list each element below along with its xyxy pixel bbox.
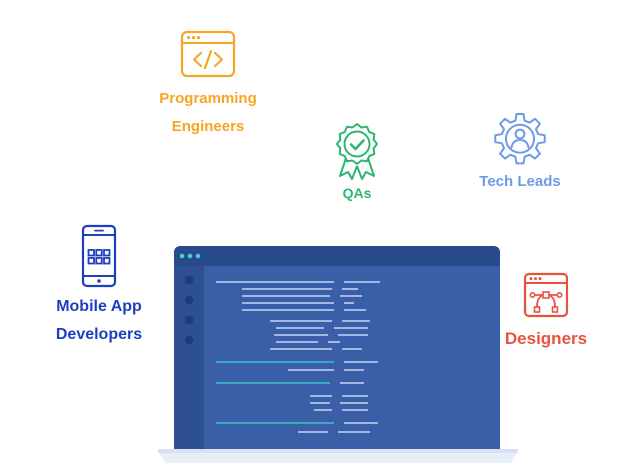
badge-check-icon — [336, 123, 378, 180]
designers-item: Designers — [484, 272, 608, 348]
code-window-icon — [180, 30, 236, 78]
programming-engineers-label-line2: Engineers — [171, 117, 245, 135]
tech-leads-label: Tech Leads — [479, 173, 561, 190]
mobile-app-developers-item: Mobile App Developers — [24, 224, 174, 344]
mobile-app-developers-label-line1: Mobile App — [56, 298, 142, 315]
laptop-code-editor-icon — [158, 246, 518, 463]
smartphone-icon — [81, 224, 117, 288]
qas-item: QAs — [322, 122, 392, 202]
mobile-app-developers-label-line2: Developers — [55, 325, 143, 343]
programming-engineers-item: Programming Engineers — [138, 30, 278, 136]
programming-engineers-label-line1: Programming — [159, 90, 257, 107]
tech-leads-item: Tech Leads — [455, 112, 585, 191]
vector-design-window-icon — [523, 272, 569, 318]
qas-label: QAs — [342, 185, 372, 201]
designers-label: Designers — [504, 329, 588, 348]
gear-person-icon — [494, 113, 546, 165]
